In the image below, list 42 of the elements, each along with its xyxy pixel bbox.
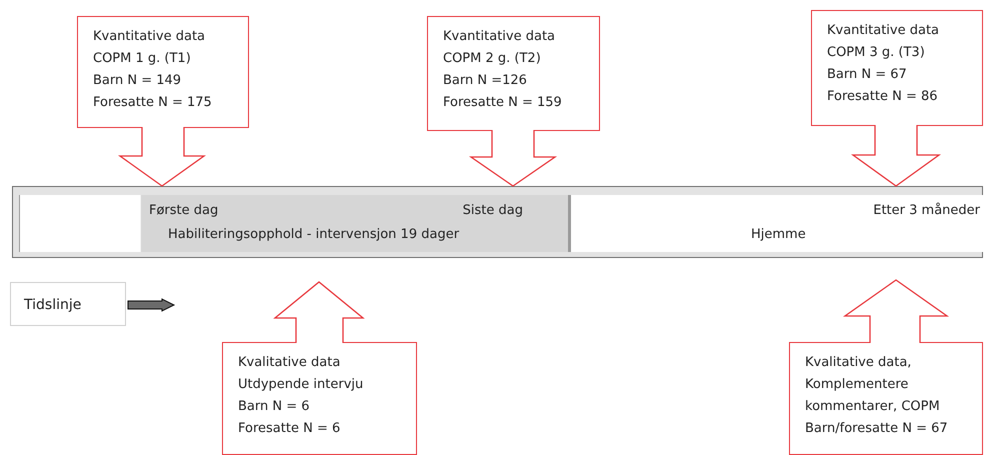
- callout-text: Komplementere: [805, 377, 908, 393]
- segment-label: Første dag: [149, 203, 218, 219]
- callout-text: Barn N = 67: [827, 67, 907, 83]
- callout-text: Foresatte N = 159: [443, 95, 562, 111]
- callout-text: Barn N = 149: [93, 73, 182, 89]
- timeline-bar: [12, 186, 983, 258]
- block-arrow: [468, 129, 558, 187]
- callout-text: Barn N =126: [443, 73, 527, 89]
- block-arrow: [850, 124, 942, 187]
- callout-text: Barn/foresatte N = 67: [805, 421, 948, 437]
- callout-text: Foresatte N = 175: [93, 95, 212, 111]
- block-arrow: [842, 279, 950, 344]
- segment-label: Etter 3 måneder: [873, 203, 980, 219]
- callout-text: kommentarer, COPM: [805, 399, 940, 415]
- block-arrow: [118, 126, 206, 187]
- callout-text: Utdypende intervju: [238, 377, 364, 393]
- callout-text: Foresatte N = 6: [238, 421, 340, 437]
- callout-box: [811, 10, 983, 126]
- callout-text: Kvalitative data: [238, 355, 340, 371]
- callout-text: Kvantitative data: [443, 29, 556, 45]
- callout-box: [222, 342, 417, 455]
- callout-text: Kvantitative data: [827, 23, 940, 39]
- callout-text: Foresatte N = 86: [827, 89, 938, 105]
- callout-text: COPM 2 g. (T2): [443, 51, 541, 67]
- label-box: [10, 282, 126, 326]
- callout-box: [789, 342, 983, 455]
- callout-text: Barn N = 6: [238, 399, 310, 415]
- callout-text: COPM 1 g. (T1): [93, 51, 191, 67]
- block-arrow: [273, 281, 365, 344]
- block-arrow: [128, 298, 176, 312]
- callout-text: Kvantitative data: [93, 29, 206, 45]
- callout-text: COPM 3 g. (T3): [827, 45, 925, 61]
- callout-box: [77, 16, 249, 128]
- callout-box: [427, 16, 600, 131]
- timeline-segment: [140, 195, 570, 252]
- segment-label: Hjemme: [751, 227, 806, 243]
- timeline-segment: [19, 195, 140, 252]
- timeline-segment: [570, 195, 984, 252]
- segment-label: Siste dag: [462, 203, 523, 219]
- segment-label: Habiliteringsopphold - intervensjon 19 dager: [168, 227, 460, 243]
- label-text: Tidslinje: [24, 297, 82, 313]
- callout-text: Kvalitative data,: [805, 355, 912, 371]
